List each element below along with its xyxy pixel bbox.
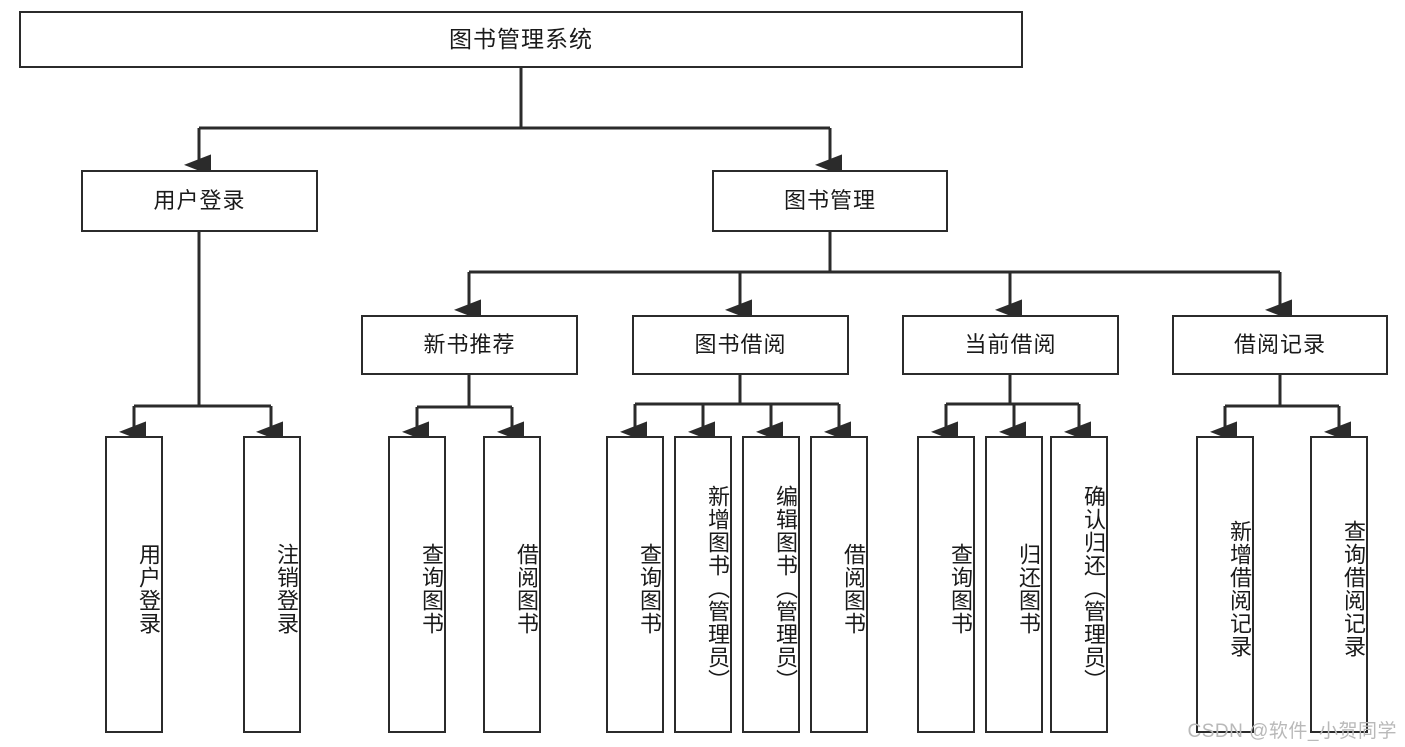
node-user-login[interactable]: 用户登录 bbox=[81, 170, 318, 232]
leaf-label: 借阅图书 bbox=[841, 542, 866, 635]
node-root-book-management-system[interactable]: 图书管理系统 bbox=[19, 11, 1023, 68]
leaf-book-borrow-borrow-books[interactable]: 借阅图书 bbox=[810, 436, 868, 733]
csdn-watermark: CSDN @软件_小贺同学 bbox=[1187, 721, 1397, 742]
node-current-borrow[interactable]: 当前借阅 bbox=[902, 315, 1119, 375]
node-book-management[interactable]: 图书管理 bbox=[712, 170, 948, 232]
leaf-book-borrow-add-book-admin[interactable]: 新增图书（管理员） bbox=[674, 436, 732, 733]
leaf-user-login-logout[interactable]: 注销登录 bbox=[243, 436, 301, 733]
leaf-label: 新增图书（管理员） bbox=[705, 485, 730, 692]
leaf-label: 查询借阅记录 bbox=[1341, 519, 1366, 658]
leaf-label: 归还图书 bbox=[1016, 542, 1041, 635]
leaf-label: 注销登录 bbox=[274, 542, 299, 635]
leaf-borrow-records-query-record[interactable]: 查询借阅记录 bbox=[1310, 436, 1368, 733]
leaf-borrow-records-add-record[interactable]: 新增借阅记录 bbox=[1196, 436, 1254, 733]
node-borrow-records[interactable]: 借阅记录 bbox=[1172, 315, 1388, 375]
leaf-book-borrow-edit-book-admin[interactable]: 编辑图书（管理员） bbox=[742, 436, 800, 733]
leaf-label: 借阅图书 bbox=[514, 542, 539, 635]
leaf-label: 查询图书 bbox=[948, 542, 973, 635]
leaf-current-borrow-return-books[interactable]: 归还图书 bbox=[985, 436, 1043, 733]
leaf-label: 用户登录 bbox=[136, 542, 161, 635]
node-new-book-recommend[interactable]: 新书推荐 bbox=[361, 315, 578, 375]
leaf-book-borrow-query-books[interactable]: 查询图书 bbox=[606, 436, 664, 733]
leaf-label: 编辑图书（管理员） bbox=[773, 485, 798, 692]
leaf-label: 查询图书 bbox=[637, 542, 662, 635]
node-book-borrow[interactable]: 图书借阅 bbox=[632, 315, 849, 375]
leaf-label: 确认归还（管理员） bbox=[1081, 485, 1106, 692]
leaf-user-login-login[interactable]: 用户登录 bbox=[105, 436, 163, 733]
leaf-current-borrow-query-books[interactable]: 查询图书 bbox=[917, 436, 975, 733]
leaf-label: 新增借阅记录 bbox=[1227, 519, 1252, 658]
leaf-new-book-query-books[interactable]: 查询图书 bbox=[388, 436, 446, 733]
leaf-new-book-borrow-books[interactable]: 借阅图书 bbox=[483, 436, 541, 733]
leaf-label: 查询图书 bbox=[419, 542, 444, 635]
leaf-current-borrow-confirm-return-admin[interactable]: 确认归还（管理员） bbox=[1050, 436, 1108, 733]
